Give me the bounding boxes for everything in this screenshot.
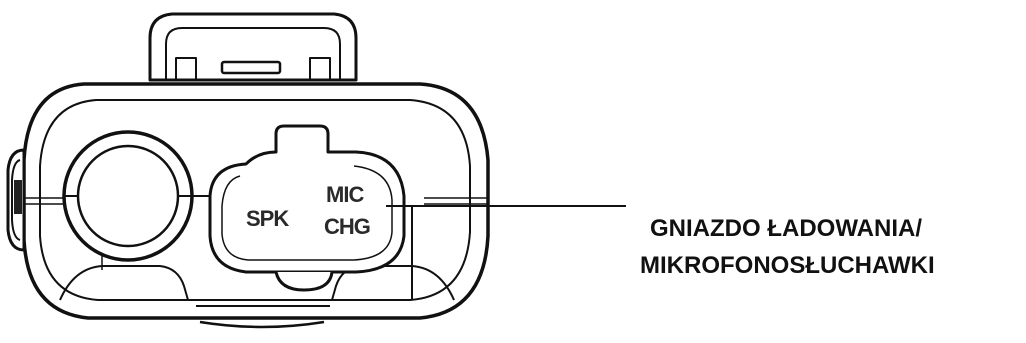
side-knob — [6, 148, 26, 252]
antenna-knob — [62, 130, 228, 262]
belt-clip — [148, 12, 358, 82]
charge-label: CHG — [324, 214, 370, 239]
speaker-label: SPK — [246, 206, 289, 231]
mic-label: MIC — [326, 182, 364, 207]
callout-label-line2: MIKROFONOSŁUCHAWKI — [640, 252, 935, 279]
speaker-mic-port-cover — [208, 124, 406, 292]
callout-label-line1: GNIAZDO ŁADOWANIA/ — [650, 215, 922, 242]
